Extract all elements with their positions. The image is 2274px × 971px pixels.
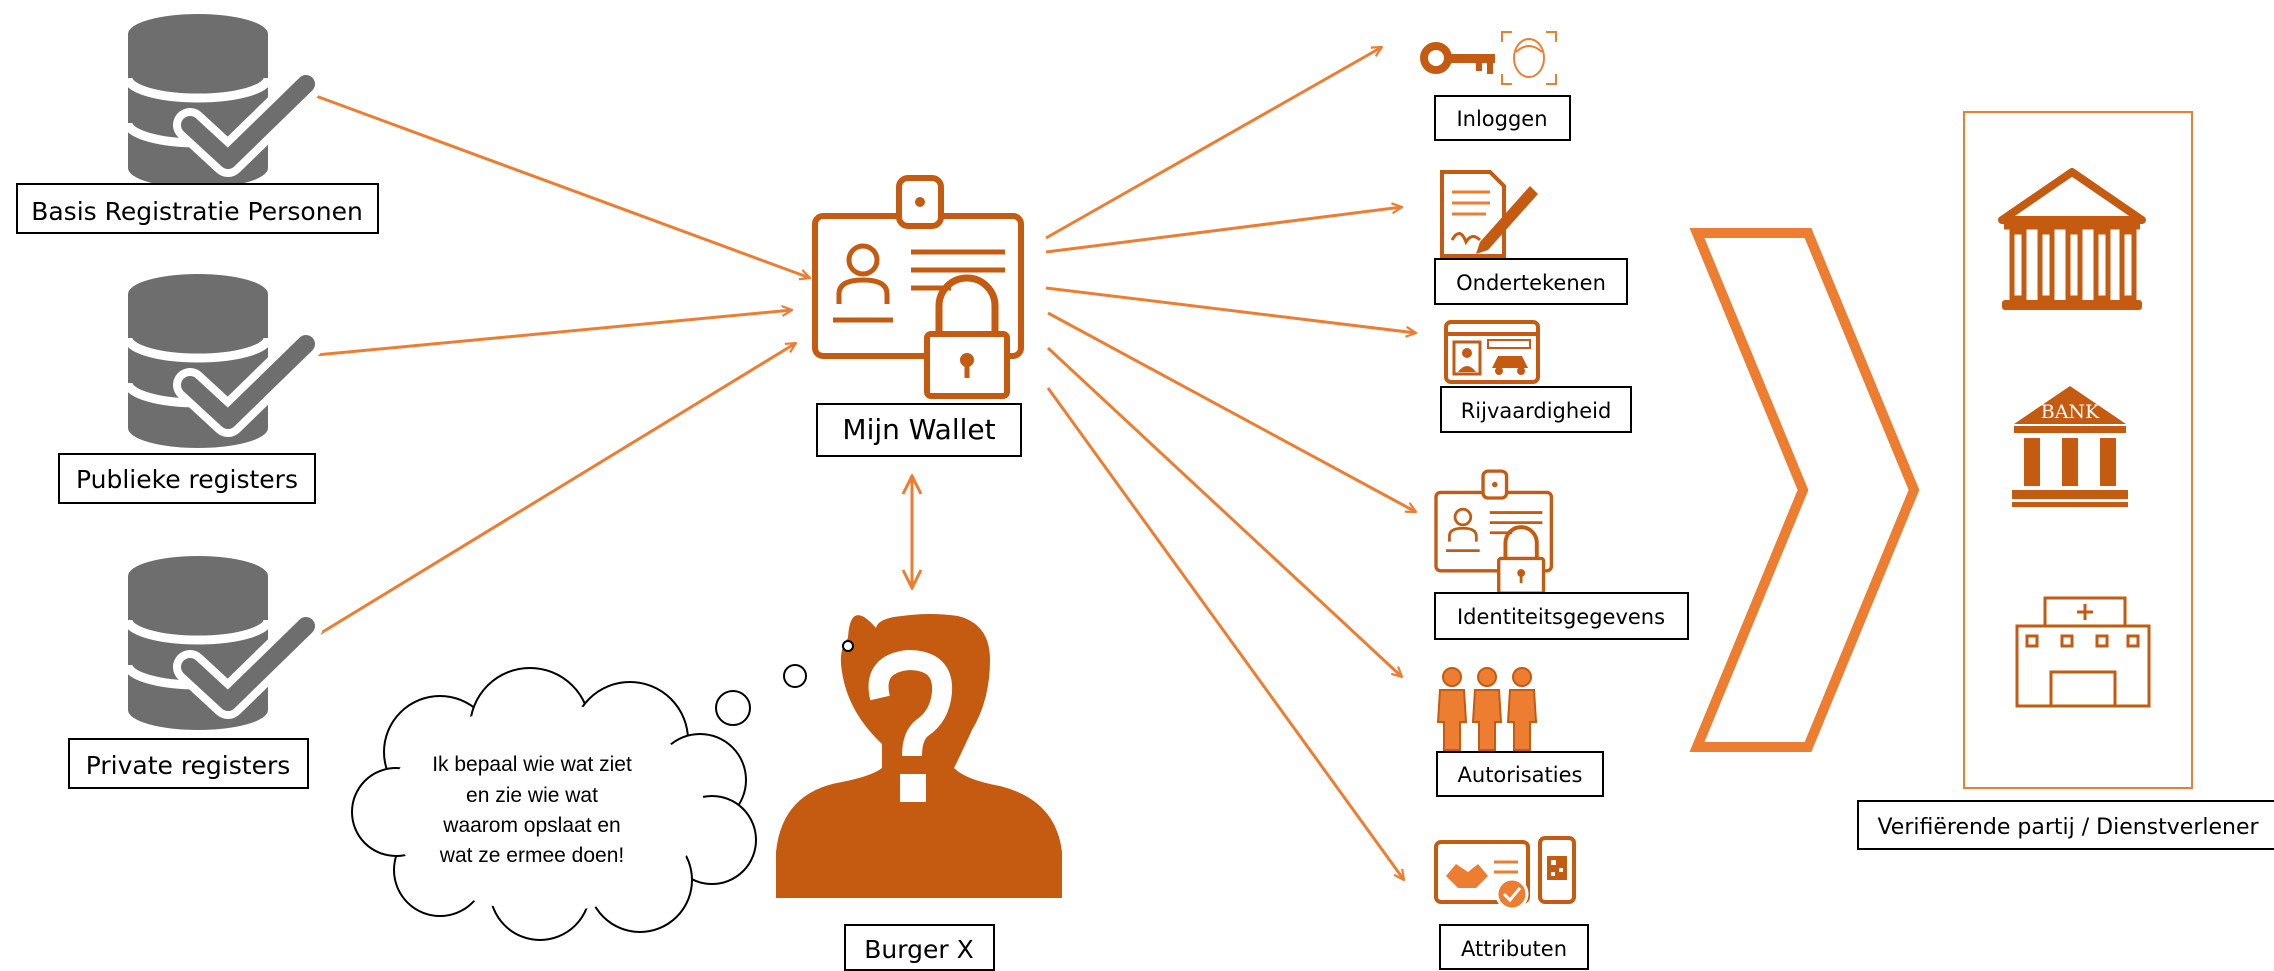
arrow-to-inloggen <box>1045 45 1382 240</box>
use-box <box>1434 258 1628 305</box>
arrow-to-attributen <box>1046 387 1404 880</box>
verifier: BANK Verifiërende partij / Dienstverlene… <box>1857 111 2274 850</box>
use-label: Rijvaardigheid <box>1461 399 1612 423</box>
database-check-icon <box>128 14 306 188</box>
database-check-icon <box>128 556 306 730</box>
id-card-lock-icon <box>1434 469 1554 596</box>
driving-license-icon <box>1444 320 1540 384</box>
use-inloggen: Inloggen <box>1420 31 1571 141</box>
database-check-icon <box>128 274 306 448</box>
source-privaat: Private registers <box>68 556 309 789</box>
arrows <box>315 45 1416 880</box>
source-label: Private registers <box>86 751 291 780</box>
source-label: Basis Registratie Personen <box>31 197 363 226</box>
use-ondertekenen: Ondertekenen <box>1434 170 1628 305</box>
use-identiteitsgegevens: Identiteitsgegevens <box>1434 469 1689 640</box>
source-box <box>16 183 379 234</box>
citizen: Burger X <box>776 614 1062 971</box>
wallet-box <box>816 403 1022 457</box>
unknown-person-icon <box>776 614 1062 898</box>
key-face-icon <box>1420 31 1557 85</box>
verifier-label: Verifiërende partij / Dienstverlener <box>1877 815 2259 840</box>
use-autorisaties: Autorisaties <box>1436 667 1604 797</box>
wallet: Mijn Wallet <box>815 178 1022 457</box>
source-publiek: Publieke registers <box>58 274 316 504</box>
citizen-box <box>844 924 995 971</box>
chevron-right-icon <box>1689 228 1920 752</box>
thought-line: en zie wie wat <box>466 784 598 807</box>
use-rijvaardigheid: Rijvaardigheid <box>1440 320 1632 433</box>
verifier-box <box>1857 800 2274 850</box>
use-box <box>1439 924 1589 970</box>
wallet-label: Mijn Wallet <box>842 413 995 446</box>
arrow-to-ondertekenen <box>1045 207 1402 254</box>
use-box <box>1436 751 1604 797</box>
document-sign-icon <box>1440 170 1538 258</box>
use-box <box>1434 95 1571 141</box>
use-box <box>1440 386 1632 433</box>
source-box <box>68 738 309 789</box>
arrow-publiek-to-wallet <box>315 310 792 357</box>
id-card-lock-icon <box>815 178 1021 396</box>
use-label: Ondertekenen <box>1456 271 1606 295</box>
arrow-to-autorisaties <box>1046 346 1402 677</box>
citizen-label: Burger X <box>864 935 973 964</box>
bank-label: BANK <box>2041 401 2100 423</box>
use-label: Autorisaties <box>1458 763 1583 787</box>
handshake-phone-icon <box>1434 836 1576 911</box>
source-brp: Basis Registratie Personen <box>16 14 379 234</box>
arrow-to-identiteitsgegevens <box>1047 311 1416 514</box>
use-label: Inloggen <box>1456 107 1547 131</box>
hospital-icon <box>2015 596 2151 708</box>
thought-line: Ik bepaal wie wat ziet <box>432 753 632 776</box>
source-box <box>58 453 316 504</box>
arrow-privaat-to-wallet <box>315 343 796 638</box>
thought-line: wat ze ermee doen! <box>439 844 624 867</box>
people-icon <box>1436 667 1538 751</box>
arrow-to-rijvaardigheid <box>1045 286 1416 333</box>
government-building-icon <box>1998 168 2146 310</box>
arrow-brp-to-wallet <box>315 94 810 278</box>
use-label: Identiteitsgegevens <box>1457 605 1665 629</box>
bank-icon: BANK <box>2012 386 2128 507</box>
use-label: Attributen <box>1461 937 1567 961</box>
use-box <box>1434 592 1689 640</box>
thought-bubble: Ik bepaal wie wat ziet en zie wie wat wa… <box>351 640 854 941</box>
source-label: Publieke registers <box>76 465 298 494</box>
thought-line: waarom opslaat en <box>442 814 620 837</box>
use-attributen: Attributen <box>1434 836 1589 970</box>
